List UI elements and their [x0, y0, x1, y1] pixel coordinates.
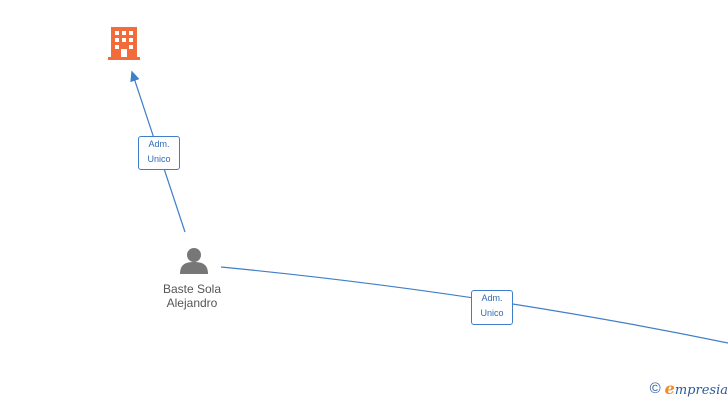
edge-label-line2: Unico	[480, 308, 504, 318]
edge-label-person-company: Adm. Unico	[138, 136, 180, 170]
person-name-line1: Baste Sola	[162, 282, 222, 296]
brand-logo: empresia	[664, 378, 728, 398]
edge-label-person-offscreen: Adm. Unico	[471, 290, 513, 325]
company-name[interactable]: SL	[74, 0, 174, 2]
person-name-line2: Alejandro	[166, 296, 218, 310]
edge-label-line2: Unico	[147, 154, 171, 164]
edge-label-line1: Adm.	[148, 139, 170, 149]
company-name-line2: SL	[74, 0, 174, 2]
person-name[interactable]: Baste Sola Alejandro	[142, 282, 242, 310]
copyright-icon: ©	[649, 379, 661, 397]
edge-label-line1: Adm.	[481, 293, 503, 303]
building-icon[interactable]	[108, 27, 140, 60]
person-icon[interactable]	[180, 248, 208, 274]
brand-watermark: © empresia	[650, 378, 728, 398]
